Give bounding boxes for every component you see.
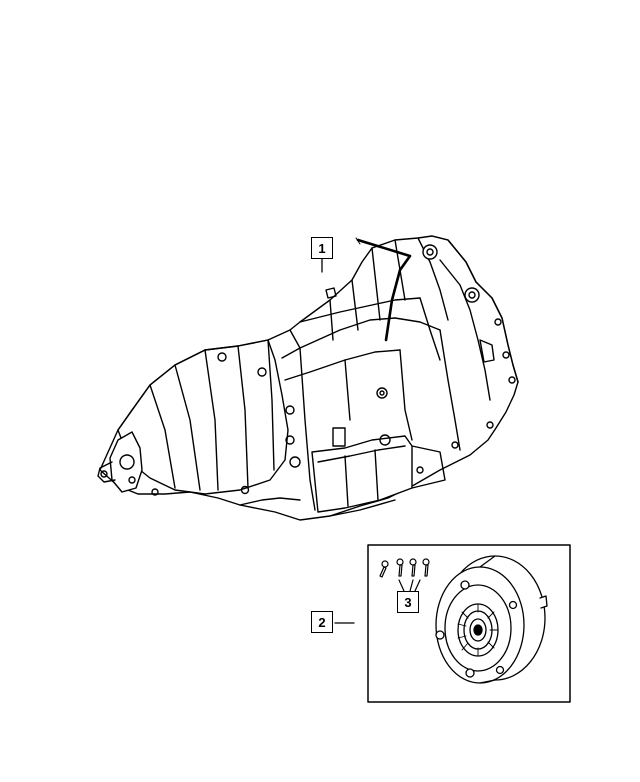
vent-tube xyxy=(356,238,412,342)
tailshaft-housing xyxy=(117,339,289,495)
torque-converter xyxy=(435,555,548,684)
callout-part-2: 2 xyxy=(311,611,333,633)
inset-frame xyxy=(367,544,571,703)
transmission-assembly xyxy=(97,235,519,521)
callout-part-1: 1 xyxy=(311,237,333,259)
callout-part-3: 3 xyxy=(397,591,419,613)
oil-pan xyxy=(311,435,413,513)
bolt-set xyxy=(379,558,430,592)
